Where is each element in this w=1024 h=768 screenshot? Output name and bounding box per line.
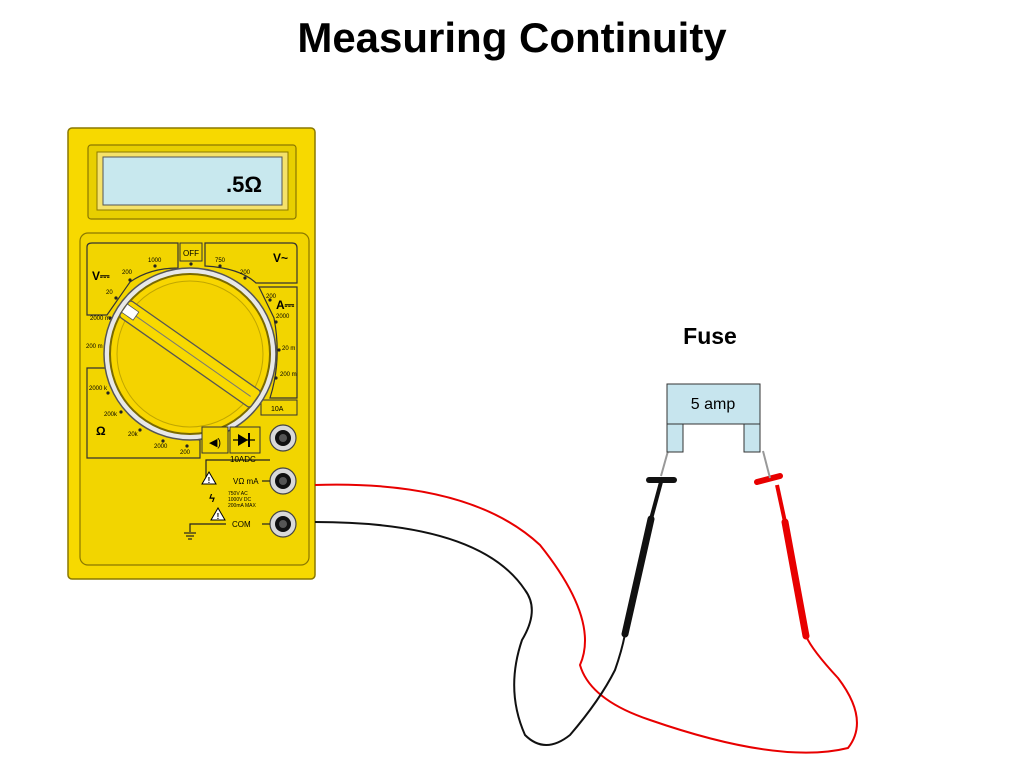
scale-20: 20: [106, 290, 113, 296]
lcd-display: [102, 156, 283, 206]
warning-icon: !: [201, 471, 217, 485]
scale-200k: 200k: [104, 412, 118, 418]
scale-1000: 1000: [148, 258, 162, 264]
jack-vohm[interactable]: [269, 467, 297, 495]
fuse-rating: 5 amp: [691, 396, 736, 413]
scale-20k: 20k: [128, 432, 139, 438]
scale-20m-a: 20 m: [282, 346, 295, 352]
svg-text:!: !: [217, 512, 220, 521]
continuity-box: [201, 426, 229, 454]
jack-label-com: COM: [232, 520, 251, 529]
dial-label-off: OFF: [183, 249, 199, 258]
black-lead-wire: [314, 521, 626, 746]
scale-200: 200: [122, 270, 133, 276]
diode-icon: [233, 433, 255, 447]
jack-10a[interactable]: [269, 424, 297, 452]
scale-200m-a: 200 m: [280, 372, 297, 378]
scale-750: 750: [215, 258, 226, 264]
speaker-icon: ◀): [209, 437, 221, 449]
red-lead-wire: [314, 483, 858, 754]
dial-label-amps: A⎓: [276, 298, 295, 312]
dial-label-ac-volts: V~: [273, 251, 288, 265]
jack-com[interactable]: [269, 510, 297, 538]
off-box: [179, 242, 203, 262]
high-voltage-icon: ϟ: [209, 493, 215, 505]
jack-label-vohm: VΩ mA: [233, 477, 259, 486]
scale-200-a: 200: [266, 294, 277, 300]
warning-line-1: 750V AC: [228, 491, 248, 497]
multimeter: .5Ω OFF V⎓ V~ A⎓ Ω 1000 200 20 2000 m 20…: [67, 127, 316, 580]
scale-2000-a: 2000: [276, 314, 290, 320]
dial-label-ohms: Ω: [96, 424, 106, 438]
scale-2000-ohm: 2000: [154, 444, 168, 450]
red-probe[interactable]: [754, 450, 810, 640]
fuse: 5 amp: [666, 383, 761, 453]
dial-label-dc-volts: V⎓: [92, 269, 110, 283]
scale-2000m: 2000 m: [90, 316, 110, 322]
warning-line-2: 1000V DC: [228, 497, 251, 503]
warning-line-3: 200mA MAX: [228, 503, 256, 509]
scale-200-ohm: 200: [180, 450, 191, 456]
jack-label-10adc: 10ADC: [230, 455, 256, 464]
svg-text:!: !: [208, 476, 211, 485]
scale-200-ac: 200: [240, 270, 251, 276]
black-probe[interactable]: [621, 450, 677, 638]
fuse-label: Fuse: [683, 323, 737, 349]
rotary-dial[interactable]: [103, 267, 277, 441]
dial-pointer: [121, 303, 140, 321]
page-title: Measuring Continuity: [297, 14, 727, 61]
display-reading: .5Ω: [226, 172, 262, 197]
warning-icon-2: !: [210, 507, 226, 521]
scale-2000k: 2000 k: [89, 386, 108, 392]
dial-label-10a: 10A: [271, 406, 284, 413]
scale-200m: 200 m: [86, 344, 103, 350]
